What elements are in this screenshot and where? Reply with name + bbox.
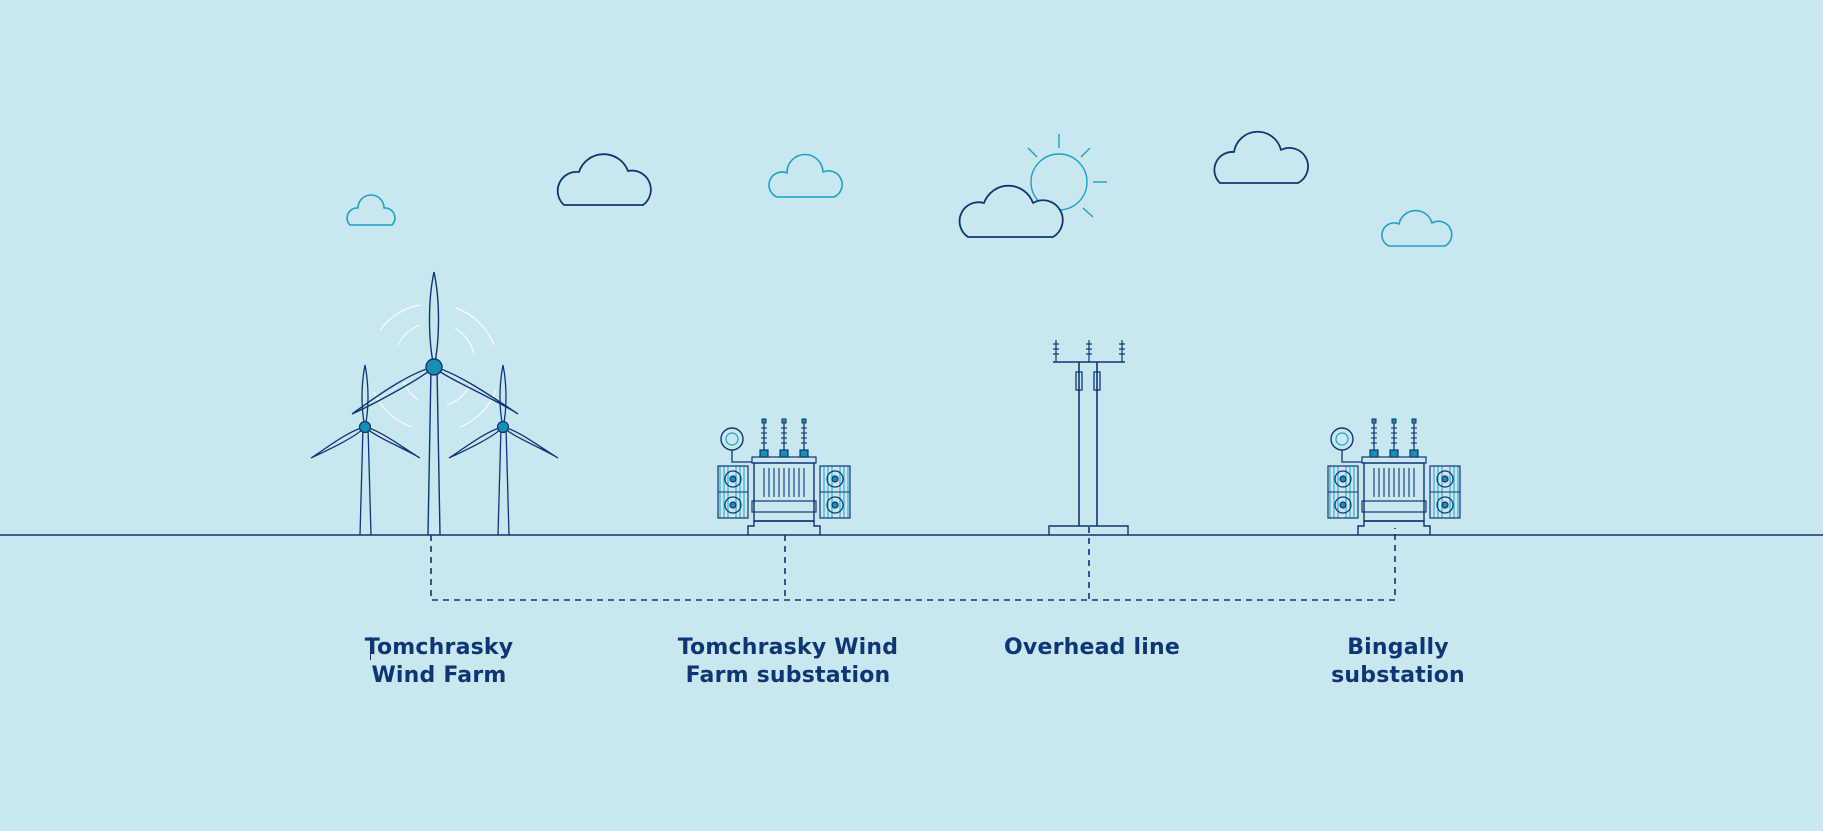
wind-turbine-icon: [351, 271, 519, 536]
label-tomchrasky-substation: Tomchrasky Wind Farm substation: [677, 635, 899, 688]
underground-cable: [430, 527, 1396, 601]
cloud-icon: [768, 153, 843, 198]
cloud-icon: [346, 194, 396, 226]
cloud-icon: [556, 153, 652, 206]
sun-icon: [1027, 134, 1107, 218]
label-tomchrasky-wind-farm: Tomchrasky Wind Farm: [364, 635, 514, 688]
transformer-icon: [717, 418, 851, 536]
wind-turbine-icon: [310, 364, 421, 536]
label-overhead-line: Overhead line: [1004, 635, 1180, 660]
cloud-icon: [958, 184, 1064, 238]
cloud-icon: [1213, 130, 1309, 184]
transformer-icon: [1327, 418, 1461, 536]
text-cursor: [370, 637, 371, 660]
label-bingally-substation: Bingally substation: [1331, 635, 1465, 688]
wind-turbine-icon: [448, 364, 559, 536]
cloud-icon: [1381, 209, 1453, 247]
transmission-pylon-icon: [1048, 340, 1129, 535]
